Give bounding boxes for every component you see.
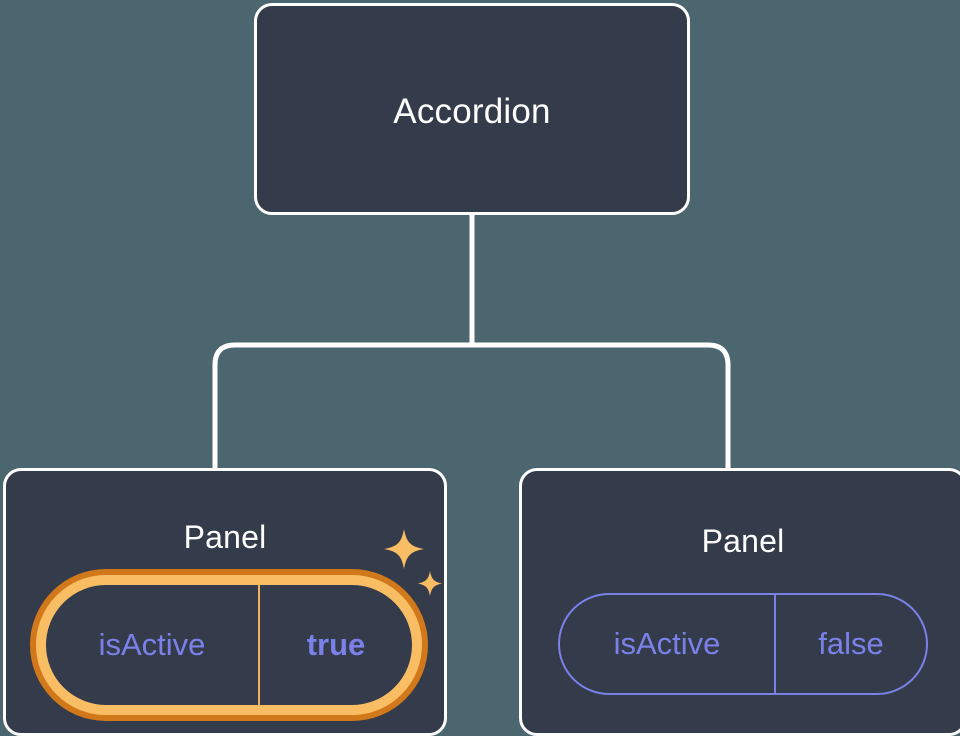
prop-value-true: true	[306, 627, 366, 662]
prop-pill-is-active-false[interactable]: isActive false	[558, 593, 928, 695]
prop-pill-is-active-true[interactable]: isActive true	[36, 575, 422, 715]
node-panel-inactive-title: Panel	[701, 523, 785, 559]
connector-branch-left	[212, 342, 472, 470]
prop-value-false: false	[818, 626, 884, 661]
node-panel-inactive[interactable]: Panel isActive false	[519, 468, 960, 736]
prop-key-is-active: isActive	[560, 595, 776, 693]
prop-key-is-active: isActive	[46, 585, 260, 705]
connector-branch-right	[472, 342, 731, 470]
node-accordion-title: Accordion	[393, 92, 551, 131]
prop-pill-active-wrapper: isActive true	[36, 575, 422, 715]
node-panel-active-title: Panel	[183, 519, 267, 555]
node-panel-active[interactable]: Panel isActive true	[3, 468, 447, 736]
node-accordion[interactable]: Accordion	[254, 3, 690, 215]
